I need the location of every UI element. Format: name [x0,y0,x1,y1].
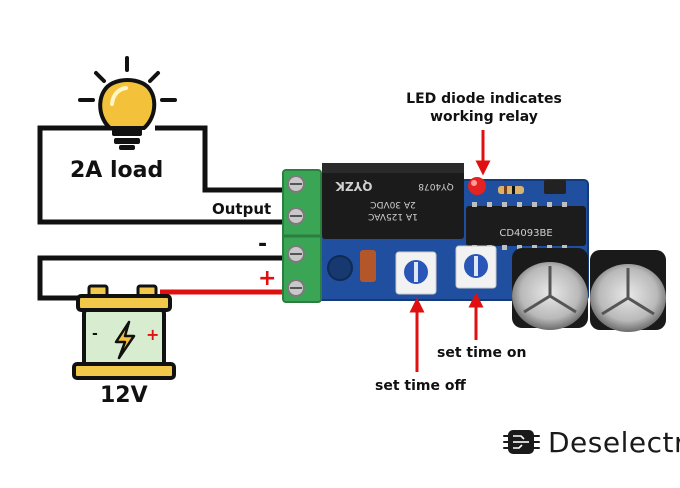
transistor [544,180,566,194]
battery-plus-mark: + [146,325,159,344]
relay: 1A 125VAC 2A 30VDC QY4078 QYZK [322,163,464,239]
relay-model: QY4078 [418,181,454,191]
ic-part-number: CD4093BE [499,228,552,239]
terminal-screw-3[interactable] [287,245,305,263]
terminal-block [282,169,322,303]
relay-brand: QYZK [335,179,373,193]
resistor [498,186,524,194]
mount-hole [327,255,353,281]
battery-negative-wire [37,255,288,301]
relay-spec-line2: 1A 125VAC [368,211,418,221]
small-capacitor [360,250,376,282]
negative-terminal-sign: - [258,232,268,257]
load-wire [37,125,288,225]
status-led [468,177,486,195]
led-note-label: LED diode indicates working relay [406,91,562,125]
battery-icon: - + [72,284,176,380]
potentiometer-time-off[interactable] [395,251,437,295]
brand-logo: Deselectra [502,422,680,462]
terminal-screw-4[interactable] [287,279,305,297]
battery-minus-mark: - [92,326,98,342]
potentiometer-time-on[interactable] [455,245,497,289]
lightbulb-icon [78,56,177,150]
load-label: 2A load [70,158,164,183]
electrolytic-capacitor-2 [590,250,666,332]
lightning-icon [114,320,136,360]
terminal-screw-2[interactable] [287,207,305,225]
positive-terminal-sign: + [258,266,277,291]
terminal-screw-1[interactable] [287,175,305,193]
electrolytic-capacitor-1 [512,248,588,330]
relay-spec-line3: 2A 30VDC [370,199,416,209]
battery-voltage-label: 12V [100,383,148,408]
ic-chip: CD4093BE [466,202,586,250]
brand-name: Deselectra [548,425,680,459]
chip-logo-icon [503,430,540,454]
output-label: Output [212,200,272,218]
set-time-on-label: set time on [437,345,527,361]
set-time-off-label: set time off [375,378,466,394]
